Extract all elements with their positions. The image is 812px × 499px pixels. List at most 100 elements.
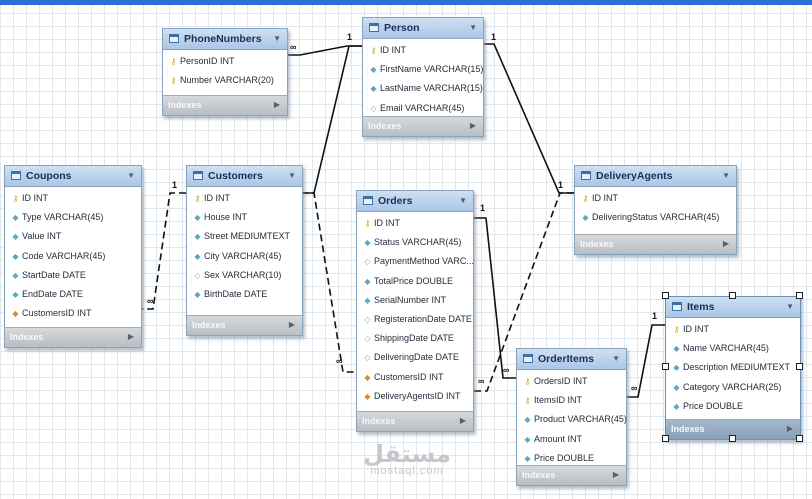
chevron-right-icon[interactable]: ▶ [469,121,476,130]
chevron-right-icon[interactable]: ▶ [786,424,793,433]
column-row[interactable]: ◆Product VARCHAR(45) [517,411,626,430]
resize-handle[interactable] [796,292,803,299]
resize-handle[interactable] [662,292,669,299]
indexes-footer[interactable]: Indexes▶ [187,315,302,335]
column-row[interactable]: ◆SerialNumber INT [357,292,473,311]
column-row[interactable]: ◆Category VARCHAR(25) [666,379,800,398]
table-header[interactable]: PhoneNumbers ▼ [163,29,287,50]
indexes-footer[interactable]: Indexes▶ [357,411,473,431]
column-row[interactable]: ⚷ID INT [187,190,302,209]
column-name: ID INT [374,218,400,228]
column-row[interactable]: ◆FirstName VARCHAR(15) [363,61,483,80]
column-row[interactable]: ◇DeliveringDate DATE [357,349,473,368]
column-row[interactable]: ◆Status VARCHAR(45) [357,234,473,253]
resize-handle[interactable] [729,435,736,442]
table-orders[interactable]: Orders ▼ ⚷ID INT ◆Status VARCHAR(45) ◇Pa… [356,190,474,432]
table-header[interactable]: DeliveryAgents ▼ [575,166,736,187]
column-name: LastName VARCHAR(15) [380,83,483,94]
column-row[interactable]: ◆TotalPrice DOUBLE [357,273,473,292]
column-row[interactable]: ◆DeliveringStatus VARCHAR(45) [575,209,736,228]
column-row[interactable]: ⚷ID INT [5,190,141,209]
column-name: DeliveringStatus VARCHAR(45) [592,212,720,223]
column-row[interactable]: ◆EndDate DATE [5,286,141,305]
column-row[interactable]: ⚷ID INT [575,190,736,209]
column-row[interactable]: ◆Price DOUBLE [666,398,800,417]
column-row[interactable]: ◆Type VARCHAR(45) [5,209,141,228]
column-row[interactable]: ◆Value INT [5,228,141,247]
chevron-right-icon[interactable]: ▶ [127,332,134,341]
cardinality-many: ∞ [631,383,638,393]
table-person[interactable]: Person ▼ ⚷ID INT ◆FirstName VARCHAR(15) … [362,17,484,137]
table-header[interactable]: Coupons ▼ [5,166,141,187]
indexes-footer[interactable]: Indexes▶ [5,327,141,347]
resize-handle[interactable] [662,363,669,370]
column-row[interactable]: ⚷OrdersID INT [517,373,626,392]
table-header[interactable]: Items ▼ [666,297,800,318]
table-header[interactable]: Person ▼ [363,18,483,39]
table-phonenumbers[interactable]: PhoneNumbers ▼ ⚷PersonID INT ⚷Number VAR… [162,28,288,116]
column-row[interactable]: ◆CustomersID INT [357,369,473,388]
chevron-down-icon[interactable]: ▼ [612,354,620,363]
chevron-down-icon[interactable]: ▼ [722,171,730,180]
column-name: EndDate DATE [22,288,83,299]
chevron-right-icon[interactable]: ▶ [722,239,729,248]
resize-handle[interactable] [796,435,803,442]
chevron-right-icon[interactable]: ▶ [459,416,466,425]
column-row[interactable]: ◇ShippingDate DATE [357,330,473,349]
column-row[interactable]: ⚷PersonID INT [163,53,287,72]
column-row[interactable]: ⚷ID INT [357,215,473,234]
column-row[interactable]: ◇Email VARCHAR(45) [363,100,483,119]
column-row[interactable]: ◆Code VARCHAR(45) [5,248,141,267]
table-items[interactable]: Items ▼ ⚷ID INT ◆Name VARCHAR(45) ◆Descr… [665,296,801,440]
resize-handle[interactable] [662,435,669,442]
column-row[interactable]: ⚷ID INT [666,321,800,340]
indexes-footer[interactable]: Indexes▶ [575,234,736,254]
table-icon [581,171,591,180]
indexes-footer[interactable]: Indexes▶ [666,419,800,439]
column-row[interactable]: ◆City VARCHAR(45) [187,248,302,267]
column-row[interactable]: ◆Name VARCHAR(45) [666,340,800,359]
table-coupons[interactable]: Coupons ▼ ⚷ID INT ◆Type VARCHAR(45) ◆Val… [4,165,142,348]
column-row[interactable]: ◆StartDate DATE [5,267,141,286]
table-customers[interactable]: Customers ▼ ⚷ID INT ◆House INT ◆Street M… [186,165,303,336]
chevron-down-icon[interactable]: ▼ [786,302,794,311]
column-icon: ◆ [194,289,201,299]
chevron-down-icon[interactable]: ▼ [288,171,296,180]
chevron-down-icon[interactable]: ▼ [273,34,281,43]
chevron-right-icon[interactable]: ▶ [273,100,280,109]
table-orderitems[interactable]: OrderItems ▼ ⚷OrdersID INT ⚷ItemsID INT … [516,348,627,486]
table-header[interactable]: Customers ▼ [187,166,302,187]
chevron-right-icon[interactable]: ▶ [288,320,295,329]
table-header[interactable]: OrderItems ▼ [517,349,626,370]
column-icon: ◆ [194,213,201,223]
chevron-down-icon[interactable]: ▼ [459,196,467,205]
column-row[interactable]: ◆Street MEDIUMTEXT [187,228,302,247]
column-row[interactable]: ◆Description MEDIUMTEXT [666,359,800,378]
column-icon: ◆ [194,232,201,242]
column-row[interactable]: ⚷Number VARCHAR(20) [163,72,287,91]
column-name: DeliveryAgentsID INT [374,390,461,401]
column-row[interactable]: ◆Amount INT [517,431,626,450]
chevron-down-icon[interactable]: ▼ [469,23,477,32]
table-header[interactable]: Orders ▼ [357,191,473,212]
indexes-footer[interactable]: Indexes▶ [363,116,483,136]
column-row[interactable]: ◇RegisterationDate DATE [357,311,473,330]
column-row[interactable]: ⚷ItemsID INT [517,392,626,411]
indexes-footer[interactable]: Indexes▶ [163,95,287,115]
column-row[interactable]: ◆House INT [187,209,302,228]
column-row[interactable]: ◆LastName VARCHAR(15) [363,80,483,99]
column-name: PaymentMethod VARC... [374,256,474,267]
chevron-right-icon[interactable]: ▶ [612,470,619,479]
table-deliveryagents[interactable]: DeliveryAgents ▼ ⚷ID INT ◆DeliveringStat… [574,165,737,255]
indexes-footer[interactable]: Indexes▶ [517,465,626,485]
resize-handle[interactable] [796,363,803,370]
column-row[interactable]: ◆Price DOUBLE [517,450,626,469]
column-row[interactable]: ◆BirthDate DATE [187,286,302,305]
column-row[interactable]: ⚷ID INT [363,42,483,61]
column-row[interactable]: ◆CustomersID INT [5,305,141,324]
resize-handle[interactable] [729,292,736,299]
column-row[interactable]: ◇Sex VARCHAR(10) [187,267,302,286]
chevron-down-icon[interactable]: ▼ [127,171,135,180]
column-row[interactable]: ◆DeliveryAgentsID INT [357,388,473,407]
column-row[interactable]: ◇PaymentMethod VARC... [357,253,473,272]
